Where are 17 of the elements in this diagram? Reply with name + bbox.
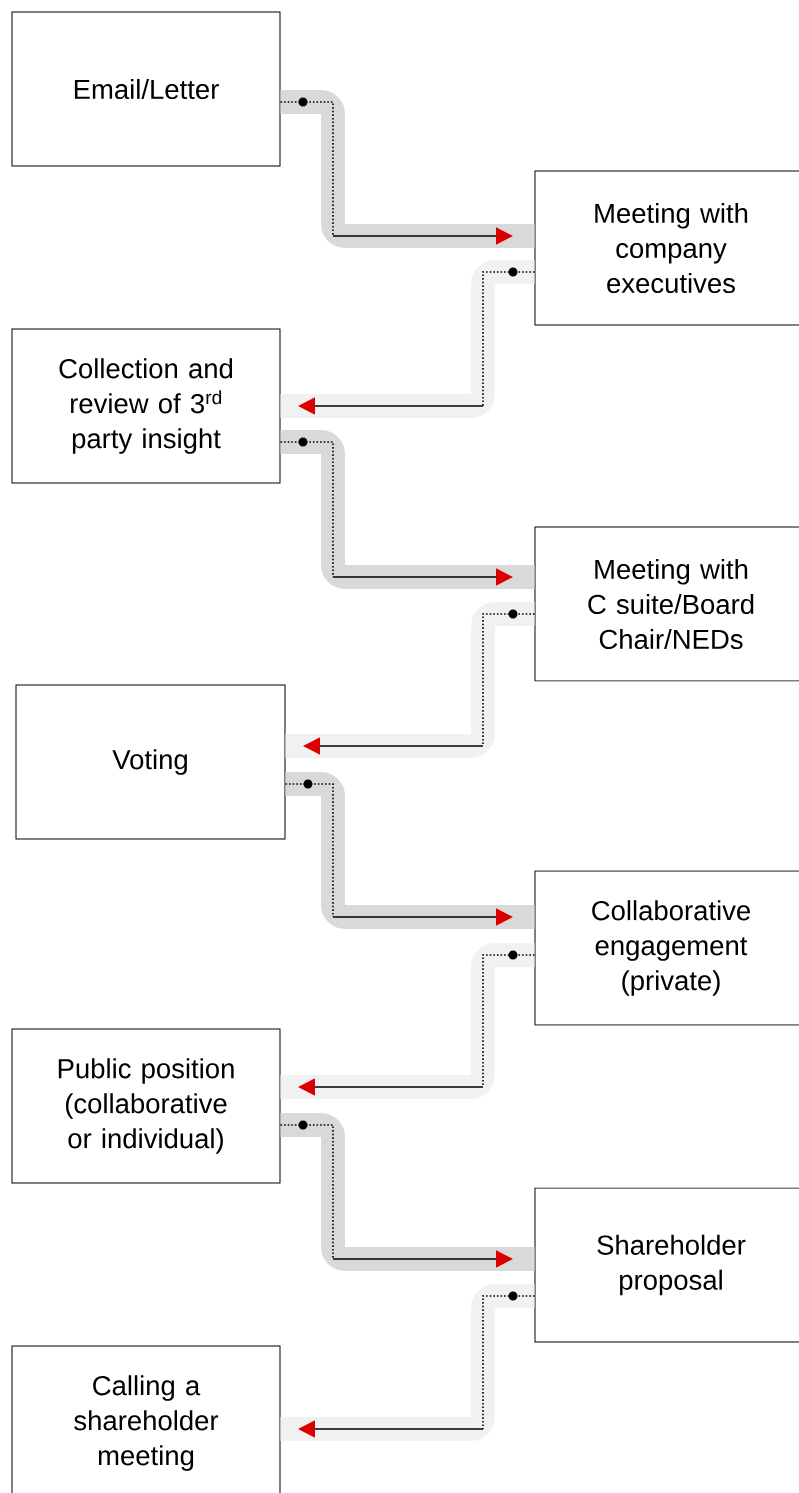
connector xyxy=(279,430,535,589)
connector xyxy=(280,1284,536,1441)
process-box: Calling a shareholder meeting xyxy=(11,1345,281,1493)
connector xyxy=(284,772,535,929)
connector xyxy=(280,943,536,1099)
process-box: Collection and review of 3$^{rd}$ party insight xyxy=(11,328,281,484)
connector xyxy=(280,260,536,418)
process-box: Public position (collaborative or individual) xyxy=(11,1028,281,1184)
process-box: Collaborative engagement (private) xyxy=(534,870,799,1026)
process-box: Voting xyxy=(15,684,286,840)
process-box: Meeting with company executives xyxy=(534,170,799,326)
process-box: Email/Letter xyxy=(11,11,281,167)
process-box: Meeting with C suite/Board Chair/NEDs xyxy=(534,526,799,682)
connector xyxy=(279,1113,535,1271)
process-box: Shareholder proposal xyxy=(534,1187,799,1343)
connector xyxy=(285,602,536,758)
connector xyxy=(279,90,535,248)
